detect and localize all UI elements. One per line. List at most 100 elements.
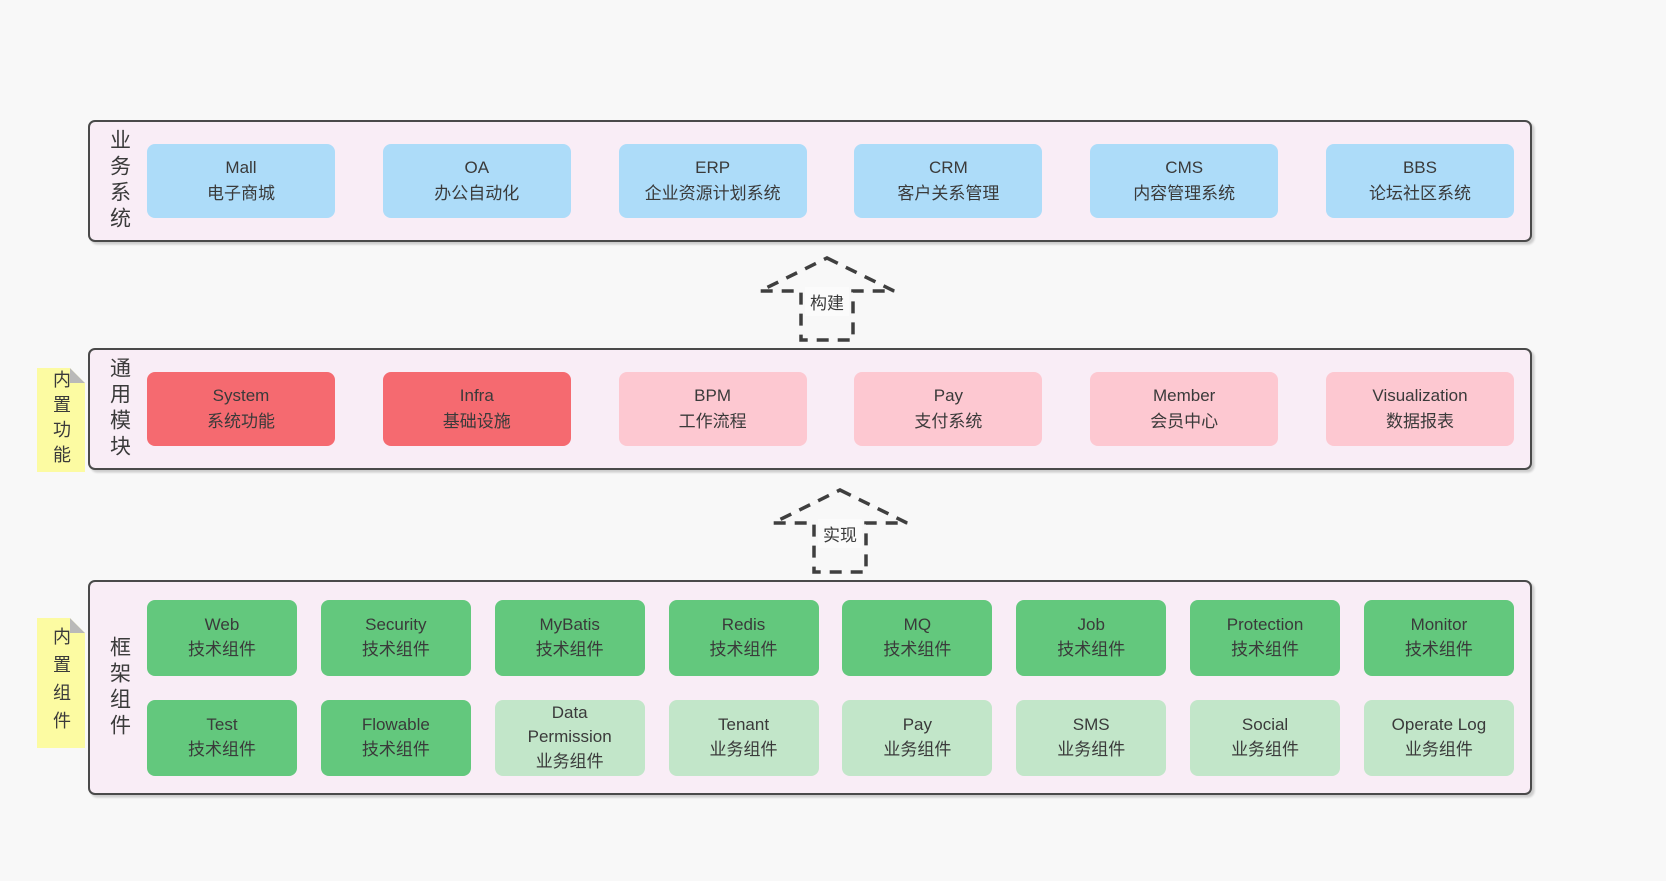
box-subtitle: 技术组件 bbox=[1404, 639, 1473, 659]
box-mall: Mall 电子商城 bbox=[147, 144, 335, 218]
box-pay: Pay 业务组件 bbox=[842, 699, 993, 776]
box-flowable: Flowable 技术组件 bbox=[320, 699, 471, 776]
box-title: Social bbox=[1241, 715, 1289, 735]
box-subtitle: 技术组件 bbox=[188, 639, 256, 659]
box-subtitle: 技术组件 bbox=[883, 639, 952, 659]
box-title: Pay bbox=[933, 386, 964, 406]
box-title: BBS bbox=[1402, 158, 1437, 178]
box-subtitle: 工作流程 bbox=[678, 412, 747, 431]
box-subtitle: 技术组件 bbox=[535, 639, 604, 659]
sticky-note-text: 内置功能 bbox=[51, 370, 71, 470]
box-crm: CRM 客户关系管理 bbox=[854, 144, 1043, 218]
box-subtitle: 技术组件 bbox=[188, 739, 256, 759]
layer-label-framework-components: 框架组件 bbox=[107, 635, 131, 740]
box-subtitle: 企业资源计划系统 bbox=[644, 184, 781, 203]
box-subtitle: 业务组件 bbox=[1057, 739, 1126, 759]
box-infra: Infra 基础设施 bbox=[382, 372, 571, 446]
box-title: Member bbox=[1153, 386, 1216, 406]
sticky-note-built-in-components: 内置组件 bbox=[37, 618, 85, 748]
box-subtitle: 技术组件 bbox=[361, 739, 430, 759]
box-subtitle: 业务组件 bbox=[1404, 739, 1473, 759]
box-web: Web 技术组件 bbox=[147, 599, 297, 676]
box-subtitle: 系统功能 bbox=[207, 412, 275, 431]
box-system: System 系统功能 bbox=[147, 372, 335, 446]
box-title: Tenant bbox=[718, 715, 770, 735]
box-subtitle: 论坛社区系统 bbox=[1368, 184, 1471, 203]
box-title: Pay bbox=[902, 715, 933, 735]
box-title: Infra bbox=[459, 386, 494, 406]
box-title: Flowable bbox=[361, 715, 430, 735]
box-social: Social 业务组件 bbox=[1190, 699, 1341, 776]
box-visualization: Visualization 数据报表 bbox=[1325, 372, 1514, 446]
layer-content: System 系统功能 Infra 基础设施 BPM 工作流程 Pay 支付系统 Member 会… bbox=[147, 350, 1530, 468]
box-title: BPM bbox=[694, 386, 732, 406]
box-cms: CMS 内容管理系统 bbox=[1090, 144, 1279, 218]
box-title: OA bbox=[464, 158, 490, 178]
box-sms: SMS 业务组件 bbox=[1016, 699, 1167, 776]
box-title: MQ bbox=[903, 615, 932, 635]
box-pay: Pay 支付系统 bbox=[854, 372, 1043, 446]
box-title: CMS bbox=[1165, 158, 1204, 178]
box-subtitle: 基础设施 bbox=[442, 412, 511, 431]
box-title: Security bbox=[365, 615, 427, 635]
box-redis: Redis 技术组件 bbox=[668, 599, 819, 676]
box-title: Redis bbox=[721, 615, 766, 635]
box-subtitle: 电子商城 bbox=[207, 184, 275, 203]
box-monitor: Monitor 技术组件 bbox=[1363, 599, 1514, 676]
layer-common-modules: 通用模块 System 系统功能 Infra 基础设施 BPM 工作流程 Pay 支付系统 Me… bbox=[88, 348, 1532, 470]
box-title: Job bbox=[1077, 615, 1105, 635]
box-subtitle: 支付系统 bbox=[914, 412, 983, 431]
dashed-up-arrow-icon bbox=[772, 488, 908, 574]
implement-arrow: 实现 bbox=[770, 487, 910, 575]
implement-arrow-label: 实现 bbox=[818, 519, 862, 548]
box-tenant: Tenant 业务组件 bbox=[668, 699, 819, 776]
box-member: Member 会员中心 bbox=[1090, 372, 1279, 446]
box-subtitle: 业务组件 bbox=[883, 739, 952, 759]
box-oa: OA 办公自动化 bbox=[382, 144, 571, 218]
box-title: SMS bbox=[1072, 715, 1110, 735]
box-title: CRM bbox=[929, 158, 968, 178]
box-title: Monitor bbox=[1410, 615, 1468, 635]
layer-label-business-systems: 业务系统 bbox=[107, 129, 131, 233]
box-title: System bbox=[212, 386, 270, 406]
box-subtitle: 客户关系管理 bbox=[897, 184, 1000, 203]
build-arrow-label: 构建 bbox=[805, 287, 849, 316]
box-operate-log: Operate Log 业务组件 bbox=[1363, 699, 1514, 776]
box-title: Mall bbox=[225, 158, 257, 178]
box-title: Test bbox=[206, 715, 238, 735]
box-subtitle: 办公自动化 bbox=[434, 184, 520, 203]
box-mq: MQ 技术组件 bbox=[842, 599, 993, 676]
sticky-note-text: 内置组件 bbox=[51, 627, 71, 739]
box-job: Job 技术组件 bbox=[1016, 599, 1167, 676]
box-subtitle: 内容管理系统 bbox=[1133, 184, 1236, 203]
box-title: Web bbox=[204, 615, 240, 635]
folded-corner-icon bbox=[70, 368, 85, 383]
box-test: Test 技术组件 bbox=[147, 699, 297, 776]
box-bbs: BBS 论坛社区系统 bbox=[1325, 144, 1514, 218]
folded-corner-icon bbox=[70, 618, 85, 633]
box-subtitle: 技术组件 bbox=[1057, 639, 1126, 659]
box-bpm: BPM 工作流程 bbox=[618, 372, 807, 446]
layer-label-common-modules: 通用模块 bbox=[107, 357, 131, 461]
dashed-up-arrow-icon bbox=[759, 256, 895, 342]
box-subtitle: 数据报表 bbox=[1385, 412, 1454, 431]
box-title: Operate Log bbox=[1391, 715, 1487, 735]
box-title: Data Permission bbox=[527, 703, 612, 747]
box-subtitle: 业务组件 bbox=[709, 739, 778, 759]
box-title: Visualization bbox=[1372, 386, 1468, 406]
box-subtitle: 技术组件 bbox=[709, 639, 778, 659]
box-subtitle: 会员中心 bbox=[1150, 412, 1219, 431]
box-subtitle: 业务组件 bbox=[1231, 739, 1300, 759]
